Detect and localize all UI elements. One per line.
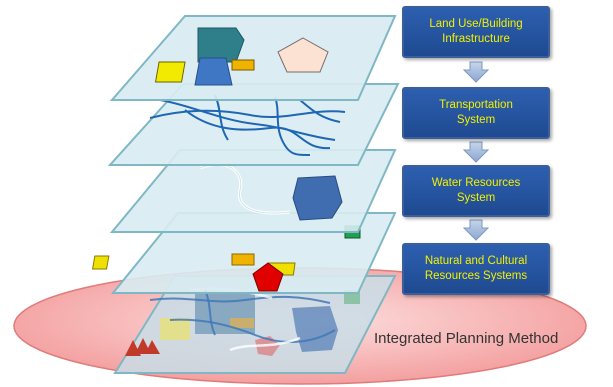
flow-step-line: Infrastructure: [442, 33, 510, 45]
layer-transportation: [107, 83, 400, 166]
pentagon-icon: [277, 37, 329, 73]
layer-composite: [113, 275, 397, 374]
flow-step-line: System: [456, 192, 496, 204]
flow-step-line: Resources Systems: [424, 270, 528, 282]
flow-step-line: Transportation: [439, 99, 513, 111]
flow-step-natural-cultural: Natural and Cultural Resources Systems: [402, 243, 550, 295]
layer-land-use: [109, 15, 397, 101]
flow-step-water: Water Resources System: [402, 165, 550, 217]
diagram-caption: Integrated Planning Method: [374, 330, 559, 347]
flow-step-line: Land Use/Building: [429, 18, 523, 30]
flow-step-line: Natural and Cultural: [424, 255, 528, 267]
layer-water: [109, 149, 397, 233]
red-pentagon-icon: [252, 262, 284, 292]
triangle-icon: [125, 338, 160, 356]
flow-step-transportation: Transportation System: [402, 87, 550, 139]
flow-step-line: System: [456, 114, 496, 126]
flow-step-land-use: Land Use/Building Infrastructure: [402, 6, 550, 58]
flow-step-line: Water Resources: [431, 177, 521, 189]
down-arrow-icon: [462, 61, 490, 241]
